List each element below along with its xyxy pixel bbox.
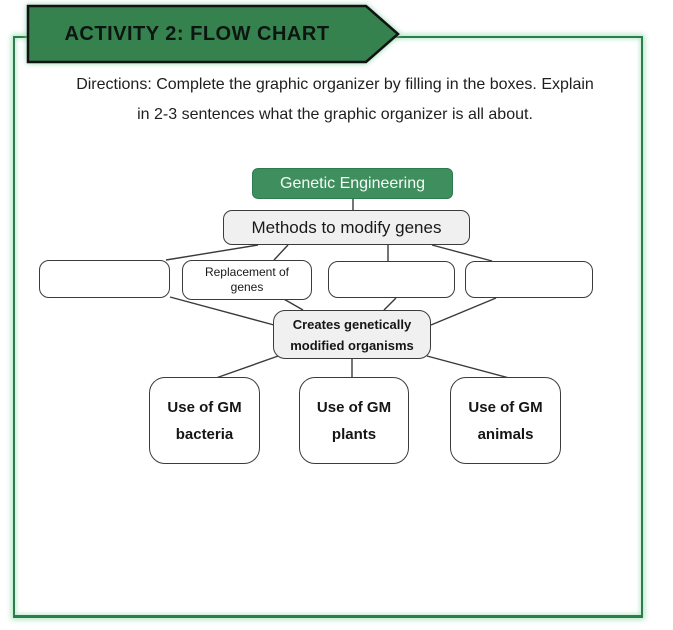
banner-arrow-polygon (26, 4, 400, 64)
node-label-line: animals (477, 425, 534, 443)
directions-line-1: Directions: Complete the graphic organiz… (76, 76, 594, 93)
node-label-line: bacteria (175, 425, 234, 443)
node-replacement-of-genes: Replacement of genes (182, 260, 312, 300)
node-creates-gm-organisms: Creates genetically modified organisms (273, 310, 431, 359)
directions-line-2: in 2-3 sentences what the graphic organi… (137, 106, 533, 123)
node-use-of-gm-plants: Use of GM plants (299, 377, 409, 464)
node-use-of-gm-animals: Use of GM animals (450, 377, 561, 464)
node-genetic-engineering: Genetic Engineering (252, 168, 453, 199)
activity-banner-shape (26, 4, 400, 64)
node-methods-to-modify-genes: Methods to modify genes (223, 210, 470, 245)
blank-box-3 (465, 261, 593, 298)
node-label-line: plants (331, 425, 377, 443)
node-use-of-gm-bacteria: Use of GM bacteria (149, 377, 260, 464)
node-label-line: modified organisms (290, 337, 414, 353)
node-label-line: Use of GM (468, 398, 543, 416)
node-label-line: Use of GM (316, 398, 392, 416)
node-label-line: Use of GM (167, 398, 242, 416)
blank-box-1 (39, 260, 170, 298)
node-label-line: genes (230, 280, 264, 294)
blank-box-2 (328, 261, 455, 298)
directions-text: Directions: Complete the graphic organiz… (20, 70, 650, 130)
node-label-line: Replacement of (204, 265, 290, 279)
node-label-line: Creates genetically (292, 316, 412, 332)
activity-banner-title: ACTIVITY 2: FLOW CHART (64, 22, 330, 45)
